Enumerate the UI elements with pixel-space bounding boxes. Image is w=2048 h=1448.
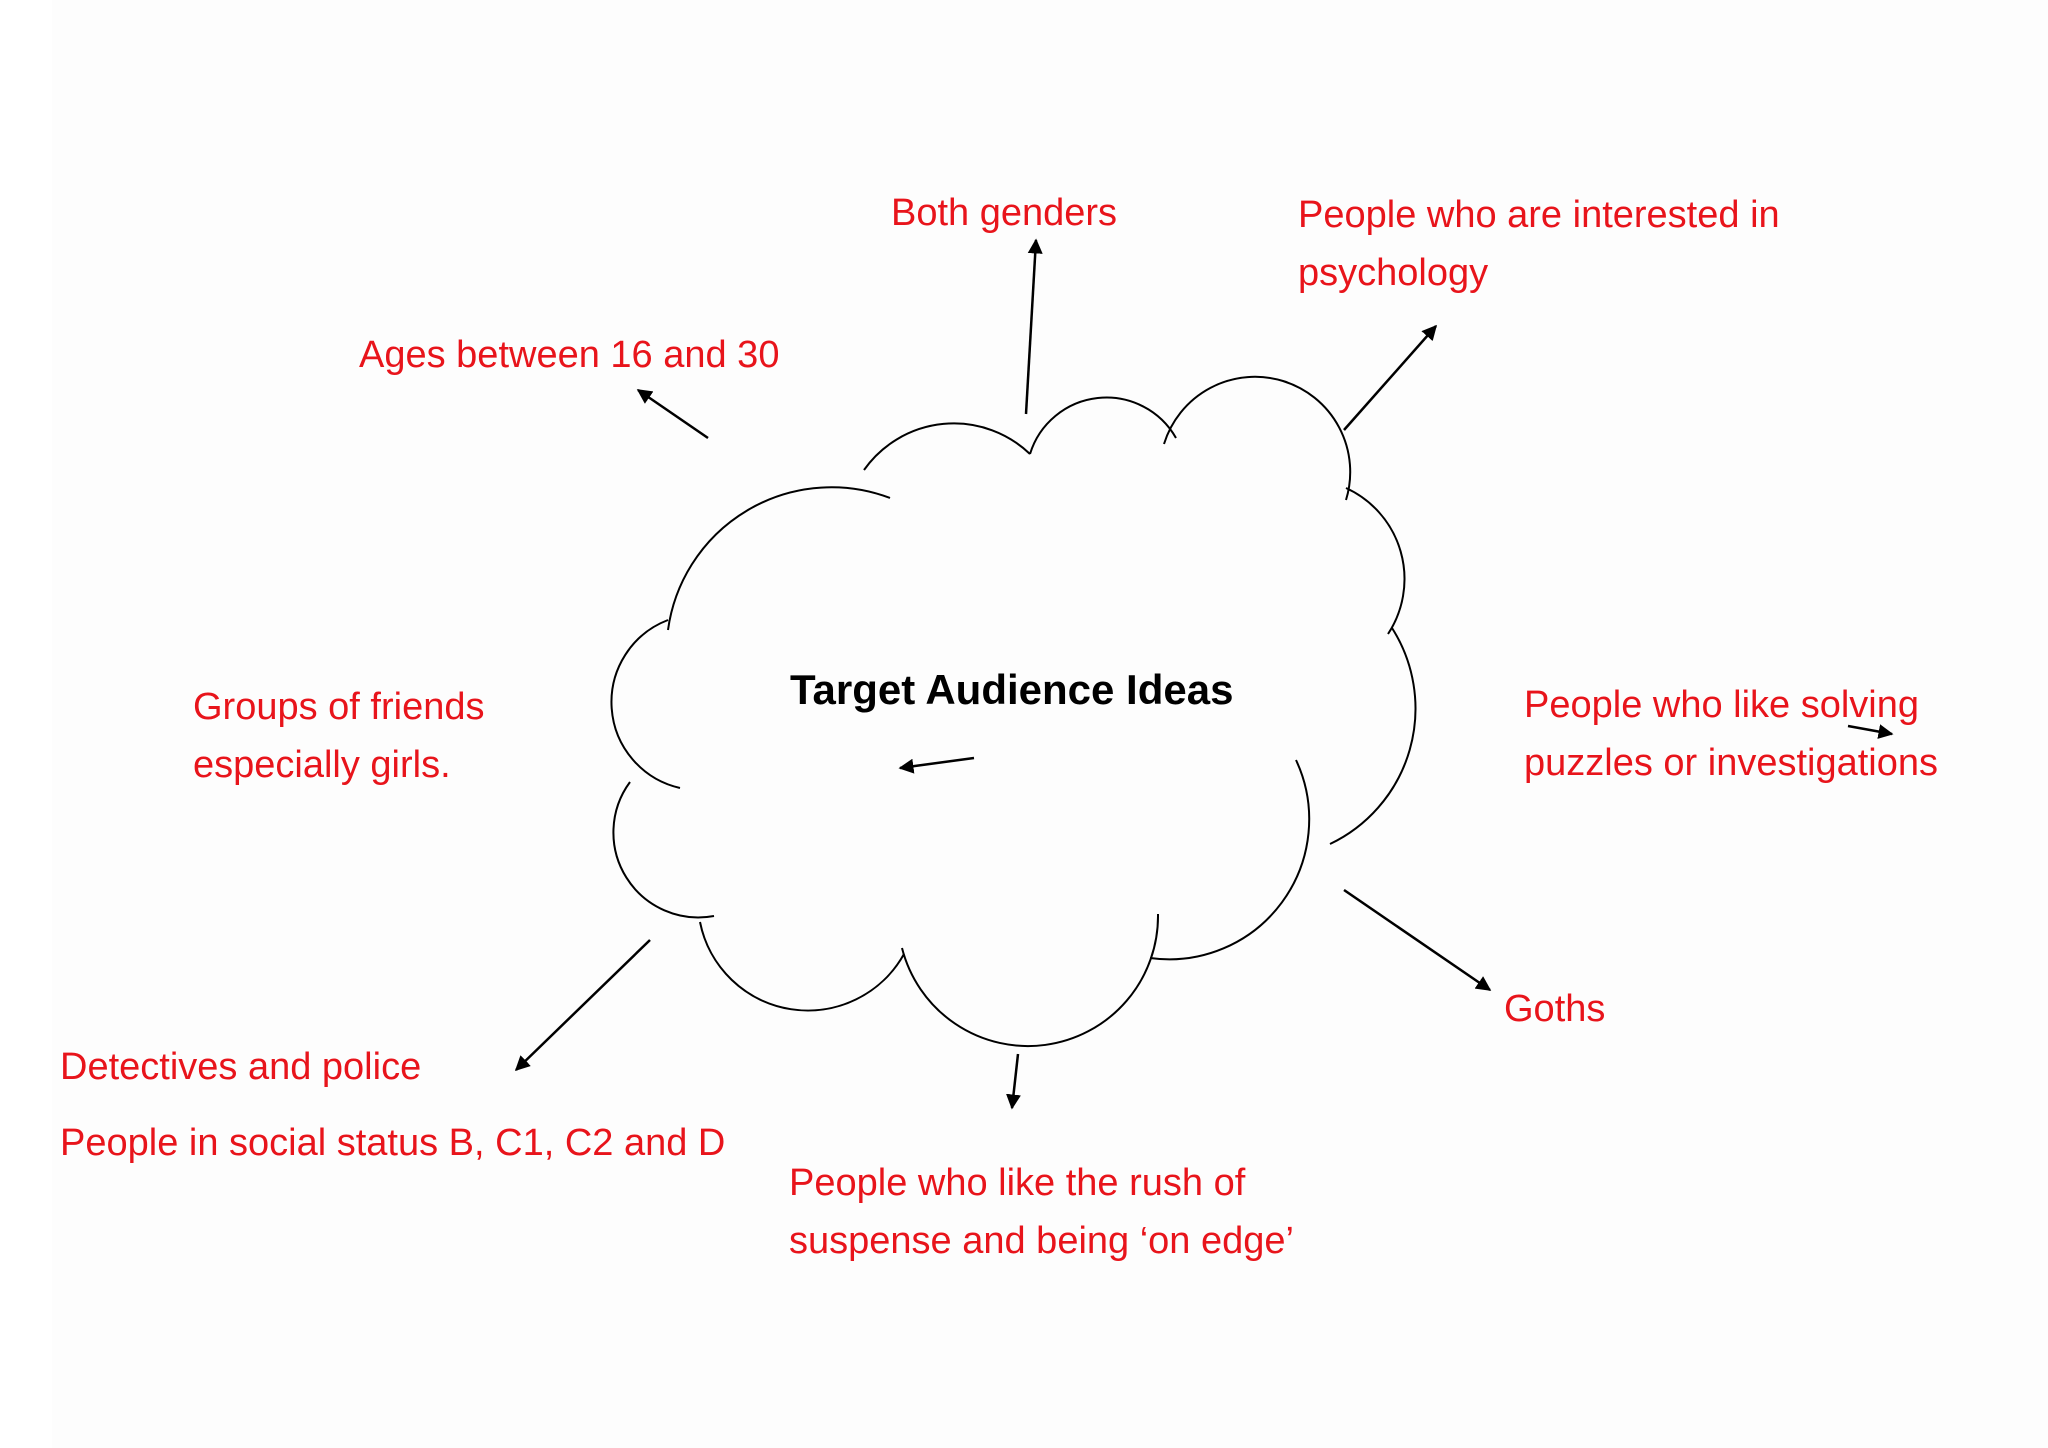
arrow-to-goths <box>1343 888 1492 992</box>
slide-background <box>52 0 2048 1448</box>
arrows <box>514 238 1894 1110</box>
arrow-to-puzzles <box>1847 724 1894 739</box>
label-line: suspense and being ‘on edge’ <box>789 1220 1294 1262</box>
label-line: Detectives and police <box>60 1046 422 1088</box>
label-psychology: People who are interested in psychology <box>1298 186 1780 302</box>
thought-cloud <box>610 375 1417 1048</box>
cloud-bump <box>612 781 715 919</box>
cloud-bump <box>699 921 905 1012</box>
label-line: psychology <box>1298 252 1489 294</box>
label-ages: Ages between 16 and 30 <box>359 326 779 384</box>
center-title: Target Audience Ideas <box>790 666 1234 713</box>
arrow-to-psychology <box>1343 324 1437 431</box>
arrow-to-suspense <box>1006 1053 1021 1110</box>
label-line: Groups of friends <box>193 686 485 728</box>
cloud-bump <box>1329 627 1417 845</box>
label-line: People who are interested in <box>1298 194 1780 236</box>
cloud-bump <box>863 422 1031 471</box>
cloud-bump <box>901 913 1160 1048</box>
cloud-bump <box>1163 375 1352 501</box>
arrow-to-ages <box>636 388 709 440</box>
arrow-to-friends <box>898 756 975 774</box>
cloud-bump <box>610 619 681 789</box>
label-line: People who like the rush of <box>789 1162 1246 1204</box>
label-friends: Groups of friends especially girls. <box>193 678 484 794</box>
arrow-to-both-genders <box>1024 238 1043 415</box>
label-line: puzzles or investigations <box>1524 742 1938 784</box>
cloud-bump <box>1029 396 1177 455</box>
label-detectives: Detectives and police <box>60 1038 421 1096</box>
label-suspense: People who like the rush of suspense and… <box>789 1154 1294 1270</box>
cloud-bump <box>1345 487 1406 635</box>
label-social-status: People in social status B, C1, C2 and D <box>60 1114 725 1172</box>
label-both-genders: Both genders <box>891 184 1117 242</box>
label-line: Goths <box>1504 988 1606 1030</box>
label-goths: Goths <box>1504 980 1605 1038</box>
label-line: People who like solving <box>1524 684 1920 726</box>
label-puzzles: People who like solving puzzles or inves… <box>1524 676 1938 792</box>
cloud-bump <box>667 486 891 631</box>
label-line: Both genders <box>891 192 1118 234</box>
label-line: especially girls. <box>193 744 451 786</box>
arrow-to-detectives <box>514 939 651 1072</box>
label-line: Ages between 16 and 30 <box>359 334 780 376</box>
cloud-bump <box>1149 759 1311 961</box>
label-line: People in social status B, C1, C2 and D <box>60 1122 726 1164</box>
